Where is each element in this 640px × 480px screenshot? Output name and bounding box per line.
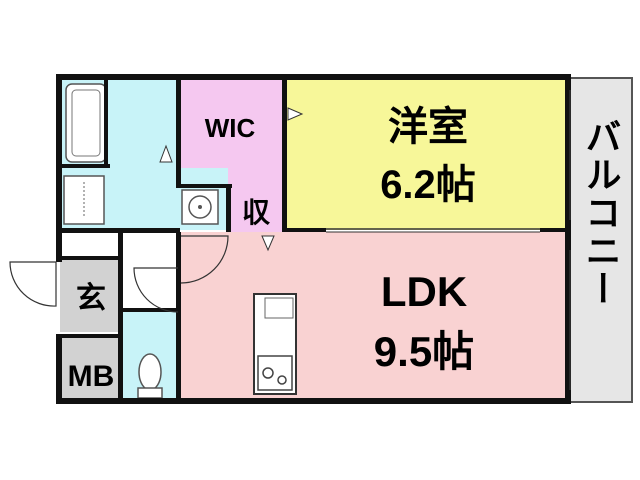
meter-box-area [60,338,122,402]
balcony-area [569,77,633,403]
storage-label: 収 [242,197,271,228]
door-arrow-icon [159,144,173,163]
storage-area [228,186,284,232]
western-room-area [286,78,569,230]
door-arrow-icon [261,235,275,252]
entrance-label: 玄 [76,281,106,315]
door-arrow-icon [287,107,304,121]
ldk-size: 9.5帖 [374,328,474,375]
western-room-name: 洋室 [388,105,468,149]
western-room-size: 6.2帖 [380,163,476,207]
toilet-bowl [138,353,162,391]
ldk-area [180,232,569,402]
toilet-door-swing [133,267,179,313]
entrance-door-swing [9,261,57,307]
meter-box-label: MB [68,360,115,393]
hall-door-swing [180,235,229,284]
ldk-name: LDK [381,268,467,315]
balcony-label: バルコニー [581,118,622,308]
hall-area [122,232,178,312]
entrance-area [60,260,122,332]
wic-label: WIC [205,113,256,143]
